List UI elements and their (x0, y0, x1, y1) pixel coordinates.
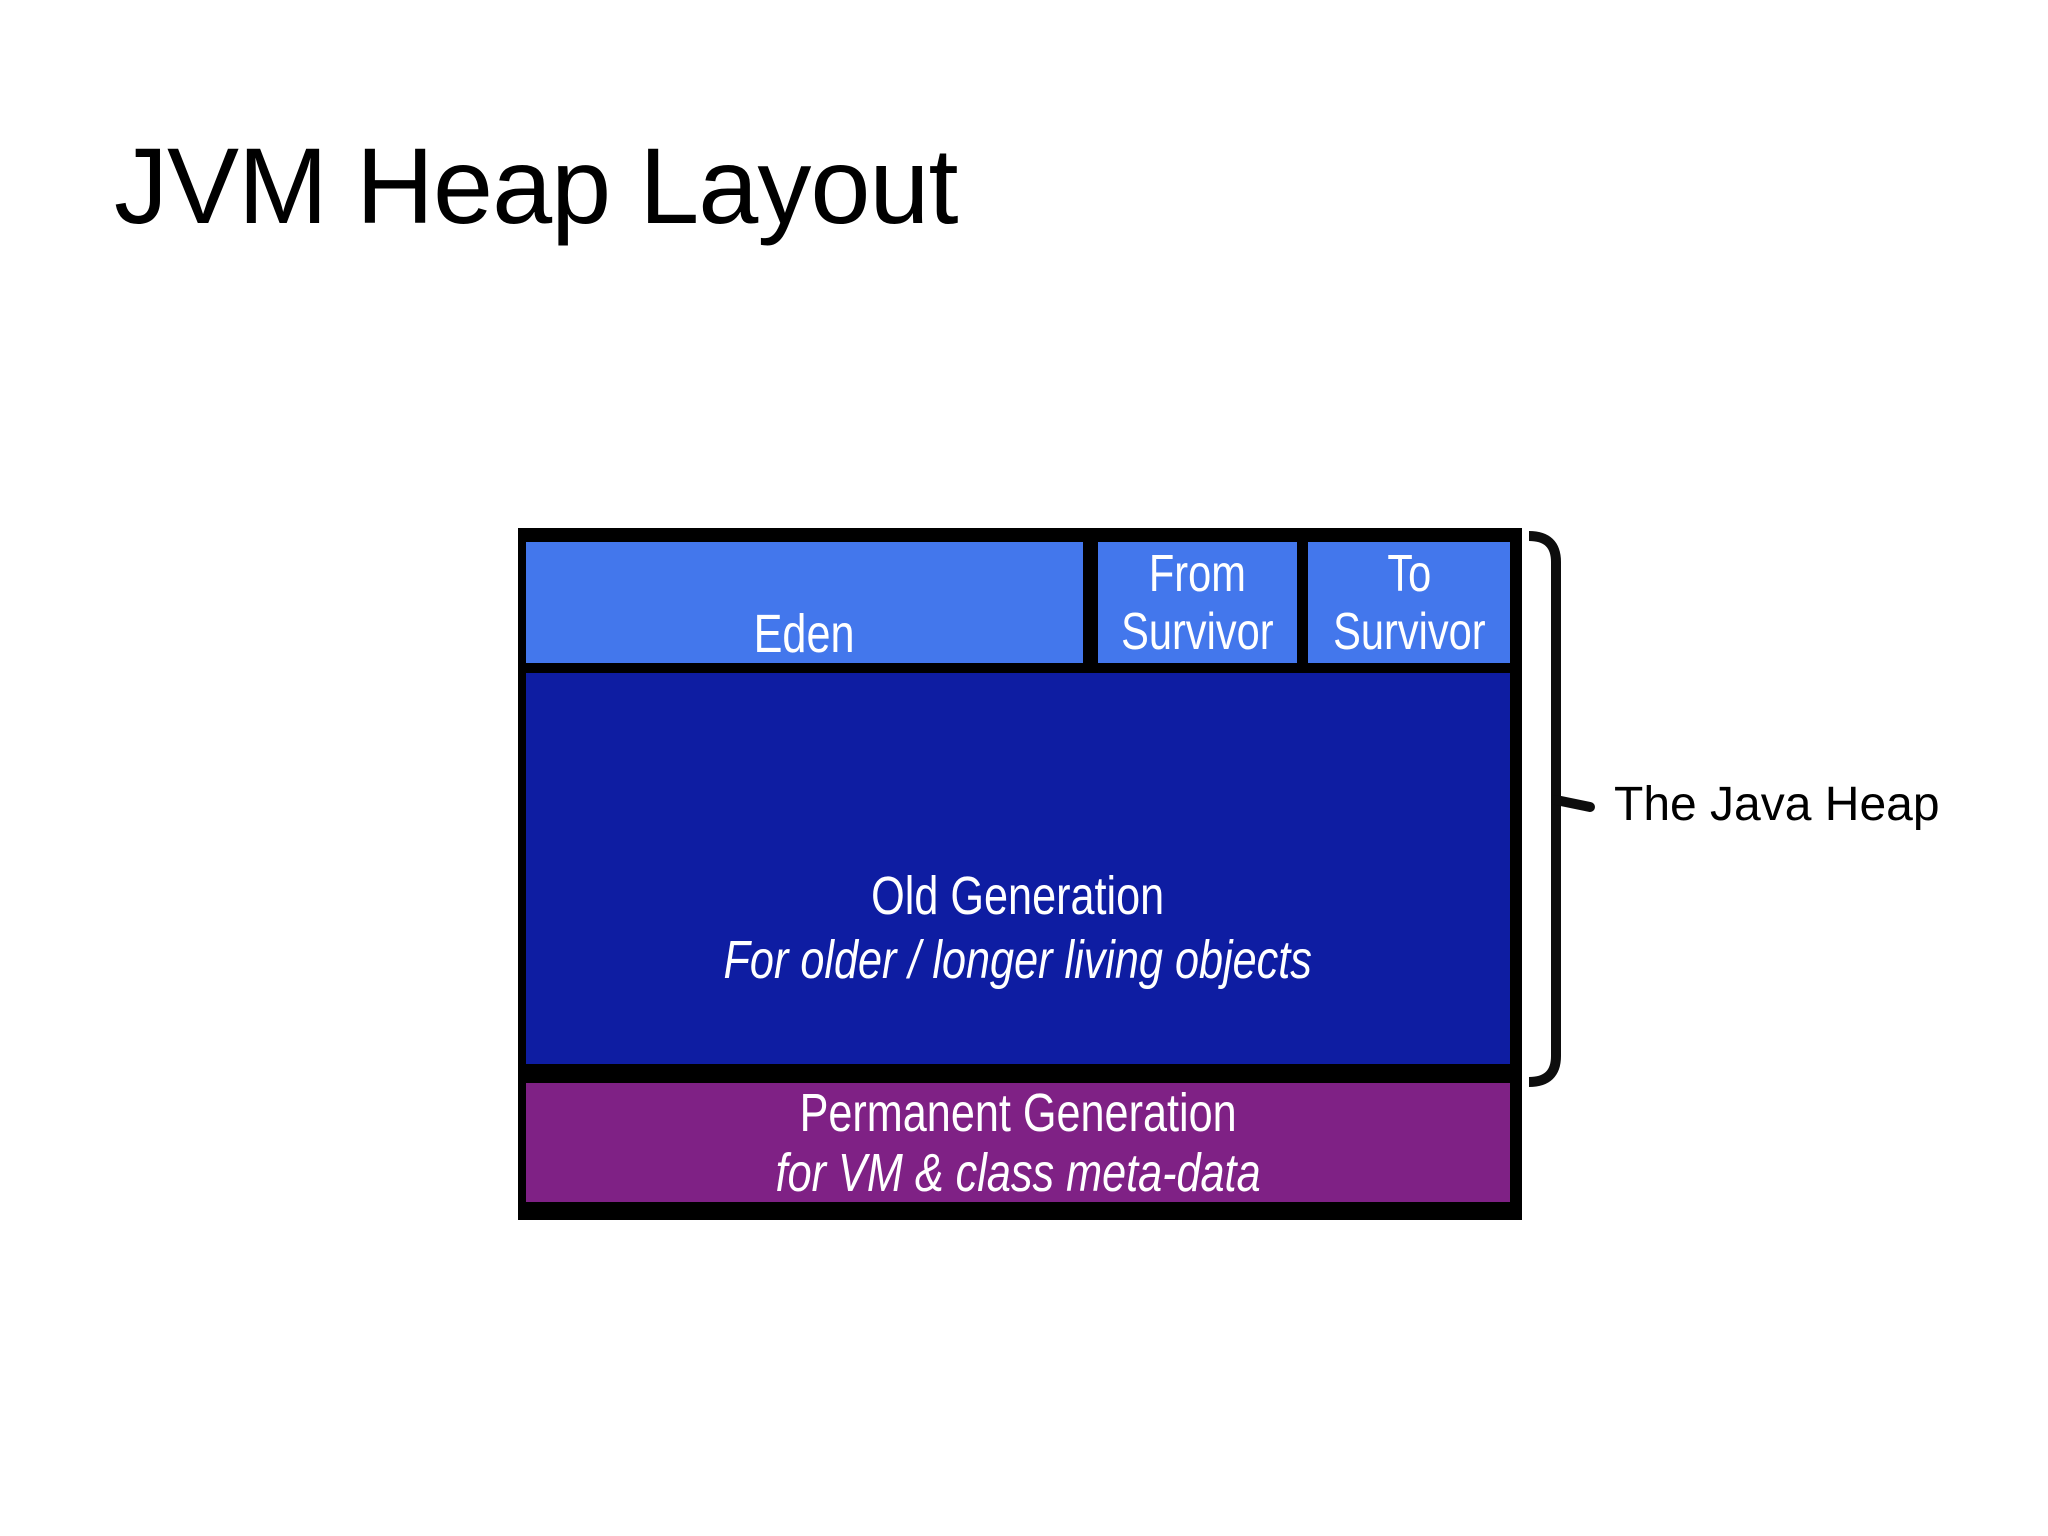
old-generation-label: Old Generation For older / longer living… (526, 864, 1510, 992)
eden-region: Eden (526, 542, 1083, 663)
to-survivor-line1: To (1387, 544, 1431, 603)
page-title: JVM Heap Layout (114, 125, 958, 246)
to-survivor-region: To Survivor (1308, 542, 1510, 663)
eden-label: Eden (754, 604, 855, 664)
to-survivor-label: To Survivor (1333, 545, 1486, 661)
to-survivor-line2: Survivor (1332, 602, 1486, 661)
from-survivor-region: From Survivor (1098, 542, 1297, 663)
old-generation-text: Old Generation For older / longer living… (724, 864, 1312, 992)
brace-path (1528, 531, 1561, 1087)
java-heap-label: The Java Heap (1614, 778, 1940, 831)
permanent-generation-label: Permanent Generation for VM & class meta… (776, 1083, 1261, 1203)
old-generation-line1: Old Generation (871, 866, 1165, 926)
jvm-heap-diagram: Eden From Survivor To Survivor Old Gener… (518, 528, 1522, 1220)
old-generation-region: Old Generation For older / longer living… (526, 673, 1510, 1064)
old-generation-line2: For older / longer living objects (723, 930, 1313, 990)
permanent-generation-line1: Permanent Generation (799, 1082, 1237, 1143)
from-survivor-line1: From (1148, 544, 1247, 603)
from-survivor-label: From Survivor (1121, 545, 1274, 661)
from-survivor-line2: Survivor (1121, 602, 1274, 661)
permanent-generation-line2: for VM & class meta-data (775, 1142, 1261, 1203)
brace-middle-tick (1551, 795, 1595, 812)
permanent-generation-region: Permanent Generation for VM & class meta… (526, 1083, 1510, 1203)
